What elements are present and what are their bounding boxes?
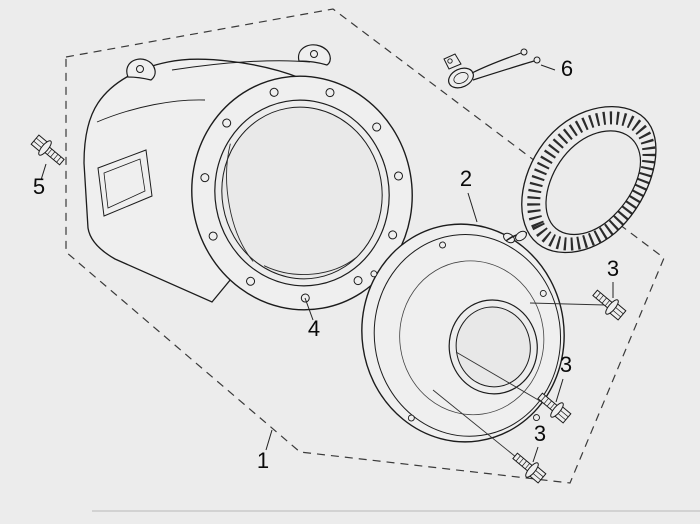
- callout-2: 2: [460, 166, 472, 191]
- starter-grip-handle: [505, 106, 657, 254]
- callout-1: 1: [257, 448, 269, 473]
- rope-anchor: [515, 230, 527, 242]
- recoil-starter-part: [361, 223, 565, 443]
- bolt-axis-lines: [432, 302, 606, 467]
- callout-3b: 3: [560, 352, 572, 377]
- callout-6: 6: [561, 56, 573, 81]
- fan-cover-left-mount-tab: [126, 58, 156, 81]
- callout-3a: 3: [607, 256, 619, 281]
- grip-ribs: [527, 111, 656, 251]
- callout-5: 5: [33, 174, 45, 199]
- callout-leader-lines: [40, 64, 614, 463]
- fan-cover-vent: [97, 149, 153, 217]
- switch-wire: [472, 60, 535, 81]
- assembly-boundary-dashed-outline: [65, 8, 665, 484]
- stop-switch-part: [443, 48, 541, 89]
- wire-terminal: [520, 48, 528, 56]
- starter-screw-holes: [370, 241, 547, 422]
- fan-cover-right-mount-tab: [297, 44, 331, 66]
- callout-4: 4: [308, 316, 320, 341]
- switch-wire: [471, 52, 522, 74]
- fan-cover-flange: [191, 75, 413, 311]
- fan-cover-part: [83, 44, 413, 311]
- flange-bolt-holes: [200, 87, 404, 303]
- callout-3c: 3: [534, 421, 546, 446]
- wire-terminal: [533, 56, 541, 64]
